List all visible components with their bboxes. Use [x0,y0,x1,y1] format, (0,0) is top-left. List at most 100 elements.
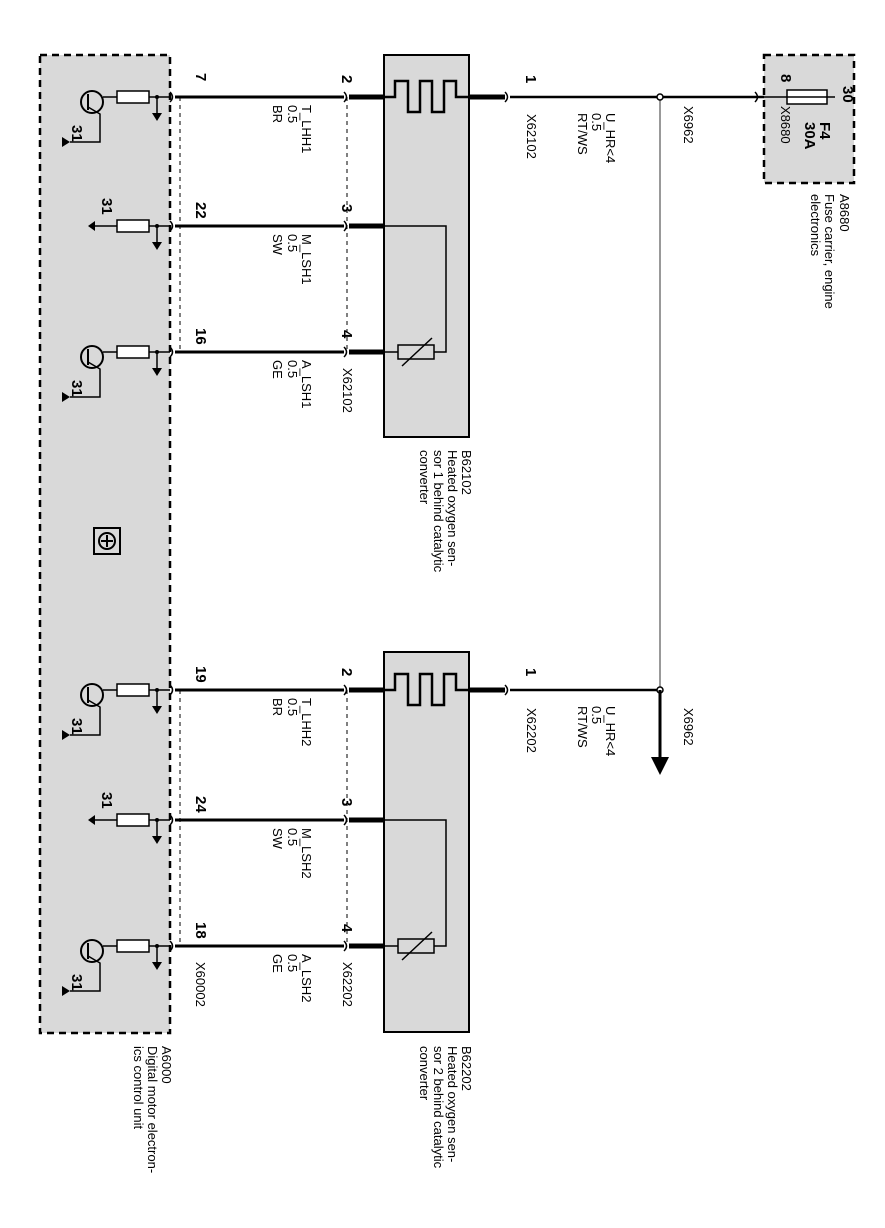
arrow-icon [152,962,162,970]
fuse-carrier-desc: Fuse carrier, engine [822,194,837,309]
sensor2-connector-label: X62202 [340,962,355,1007]
sensor-pin-mark [343,91,348,103]
sensor1-supply-connector-label: X62102 [524,114,539,159]
transistor-icon [80,90,104,114]
ecu-pin-label: 22 [192,202,209,219]
ground-arrow-icon [88,221,95,231]
signal-label: M_LSH1 [299,234,314,285]
ground-arrow-icon [62,730,70,740]
sensor1-heater-icon [384,79,469,114]
signal-label: M_LSH2 [299,828,314,879]
ecu-resistor [116,813,150,827]
fuse-pin-label: 8 [777,74,794,82]
fuse-carrier-desc: electronics [808,194,823,257]
ecu-resistor [116,345,150,359]
supply-size-label: 0.5 [589,706,604,724]
ecu-resistor [116,939,150,953]
fuse-carrier-id: A8680 [837,194,852,232]
ecu-pin-label: 18 [192,922,209,939]
sensor-pin-mark [343,220,348,232]
sensor1-box [383,54,470,438]
ecu-pin-label: 24 [192,796,209,813]
wire-color-label: BR [270,698,285,716]
ecu-connector-label: X60002 [193,962,208,1007]
ecu-resistor [116,683,150,697]
sensor2-box [383,651,470,1033]
supply-pin-label: 1 [522,668,539,676]
wire-color-label: SW [270,828,285,850]
ground-label: 31 [68,380,85,397]
arrow-icon [152,242,162,250]
ecu-symbol-icon [93,527,121,555]
fuse-connector-mark [754,91,759,103]
junction-dot [155,350,159,354]
sensor-pin-label: 4 [338,330,355,339]
sensor-pin-label: 2 [338,75,355,83]
ecu-pin-label: 16 [192,328,209,345]
ecu-resistor [116,219,150,233]
fuse-name-label: F4 [816,122,833,140]
wire-color-label: GE [270,360,285,379]
ground-label: 31 [98,792,115,809]
ecu-circuits [62,90,170,996]
splice-label: X6962 [681,106,696,144]
wire-size-label: 0.5 [285,105,300,123]
wire-color-label: BR [270,105,285,123]
arrow-icon [152,368,162,376]
junction-dot [155,688,159,692]
sensor1-connector-label: X62102 [340,368,355,413]
ecu-pin-mark [169,346,174,358]
sensor1-desc: sor 1 behind catalytic [431,450,446,573]
wire-size-label: 0.5 [285,698,300,716]
ecu-resistor [116,90,150,104]
sensor-pin-label: 2 [338,668,355,676]
ecu-trace [70,106,101,143]
ecu-desc: Digital motor electron- [145,1046,160,1173]
supply-wire-s1 [469,91,764,103]
sensor-pin-mark [343,814,348,826]
sensor-pin-mark [343,684,348,696]
ground-label: 31 [98,198,115,215]
sensor1-id: B62102 [459,450,474,495]
ecu-trace [70,699,101,736]
signal-label: A_LSH2 [299,954,314,1002]
ground-label: 31 [68,125,85,142]
transistor-icon [80,683,104,707]
fuse-carrier-box [762,53,856,185]
ecu-trace [70,361,101,398]
sensor1-desc: Heated oxygen sen- [445,450,460,566]
splice-dot-top [656,93,664,101]
sensor1-element-icon [384,225,447,367]
wire-size-label: 0.5 [285,954,300,972]
wire-size-label: 0.5 [285,234,300,252]
wire-color-label: GE [270,954,285,973]
ecu-pin-label: 19 [192,666,209,683]
connector-outline-s1 [179,97,348,352]
supply-signal-label: U_HR<4 [603,706,618,756]
supply-color-label: RT/WS [575,706,590,748]
ecu-pin-mark [169,91,174,103]
junction-dot [155,944,159,948]
supply-size-label: 0.5 [589,113,604,131]
supply-wire-s2 [469,684,660,696]
ecu-trace [70,955,101,992]
wire-color-label: SW [270,234,285,256]
supply-signal-label: U_HR<4 [603,113,618,163]
wire-group [169,91,384,952]
sensor2-supply-connector-label: X62202 [524,708,539,753]
arrow-icon [152,836,162,844]
junction-dot [155,818,159,822]
ground-arrow-icon [88,815,95,825]
sensor-pin-label: 3 [338,798,355,806]
supply-pin-label: 1 [522,75,539,83]
ground-arrow-icon [62,392,70,402]
transistor-icon [80,345,104,369]
ecu-pin-mark [169,684,174,696]
connector-outline-s2 [179,690,348,946]
wire-size-label: 0.5 [285,828,300,846]
ground-label: 31 [68,718,85,735]
ground-arrow-icon [62,137,70,147]
supply-color-label: RT/WS [575,113,590,155]
